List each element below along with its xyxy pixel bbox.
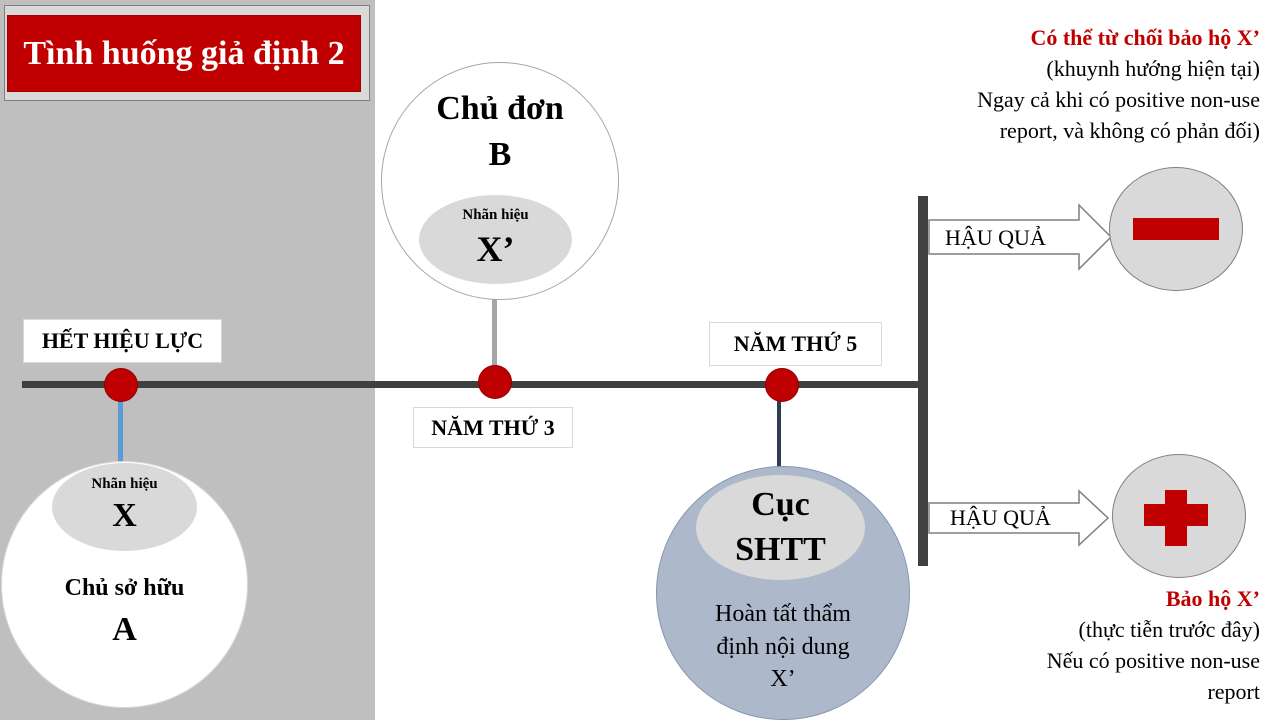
applicant-b-role: Chủ đơn (436, 90, 564, 127)
label-year5: NĂM THỨ 5 (709, 322, 882, 366)
ip-office-desc-line3: X’ (770, 666, 796, 692)
ip-office-name-oval (696, 475, 865, 580)
applicant-b-mark-oval (419, 195, 572, 284)
ip-office-name-line2: SHTT (735, 531, 826, 568)
positive-heading: Bảo hộ X’ (1165, 586, 1260, 611)
owner-a-mark: X (112, 497, 137, 534)
consequence-label-bottom: HẬU QUẢ (950, 505, 1051, 530)
applicant-b-mark-label: Nhãn hiệu (462, 207, 529, 223)
owner-a-name: A (112, 611, 137, 648)
connector-applicant-b (492, 286, 497, 368)
ip-office-desc-line1: Hoàn tất thẩm (715, 601, 851, 627)
owner-a-mark-label: Nhãn hiệu (91, 476, 158, 492)
negative-line2: Ngay cả khi có positive non-use (977, 87, 1260, 112)
owner-a-mark-oval (52, 463, 197, 551)
connector-owner-a (118, 399, 123, 463)
applicant-b-name: B (488, 136, 512, 173)
negative-line1: (khuynh hướng hiện tại) (1046, 56, 1260, 81)
ip-office-name-line1: Cục (751, 486, 810, 523)
negative-line3: report, và không có phản đối) (999, 118, 1260, 143)
positive-consequence-note: Bảo hộ X’ (thực tiễn trước đây) Nếu có p… (1047, 583, 1260, 707)
timeline-dot-year5 (765, 368, 799, 402)
positive-line1: (thực tiễn trước đây) (1078, 617, 1260, 642)
timeline-line (22, 381, 922, 388)
applicant-b-mark: X’ (476, 229, 515, 269)
ip-office-desc-line2: định nội dung (716, 634, 850, 660)
consequence-arrow-top-icon (928, 203, 1113, 271)
minus-icon (1133, 218, 1219, 240)
positive-line3: report (1207, 679, 1260, 704)
negative-consequence-note: Có thể từ chối bảo hộ X’ (khuynh hướng h… (977, 22, 1260, 146)
consequence-label-top: HẬU QUẢ (945, 225, 1046, 250)
page-title: Tình huống giả định 2 (7, 15, 361, 92)
timeline-dot-expired (104, 368, 138, 402)
consequence-bar (918, 196, 928, 566)
timeline-dot-year3 (478, 365, 512, 399)
positive-line2: Nếu có positive non-use (1046, 648, 1260, 673)
label-year3: NĂM THỨ 3 (413, 407, 573, 448)
plus-icon-vertical (1165, 490, 1187, 546)
negative-heading: Có thể từ chối bảo hộ X’ (1030, 25, 1260, 50)
connector-ip-office (777, 398, 781, 470)
label-expired: HẾT HIỆU LỰC (23, 319, 222, 363)
consequence-arrow-bottom-icon (928, 489, 1110, 547)
owner-a-role: Chủ sở hữu (64, 575, 185, 601)
